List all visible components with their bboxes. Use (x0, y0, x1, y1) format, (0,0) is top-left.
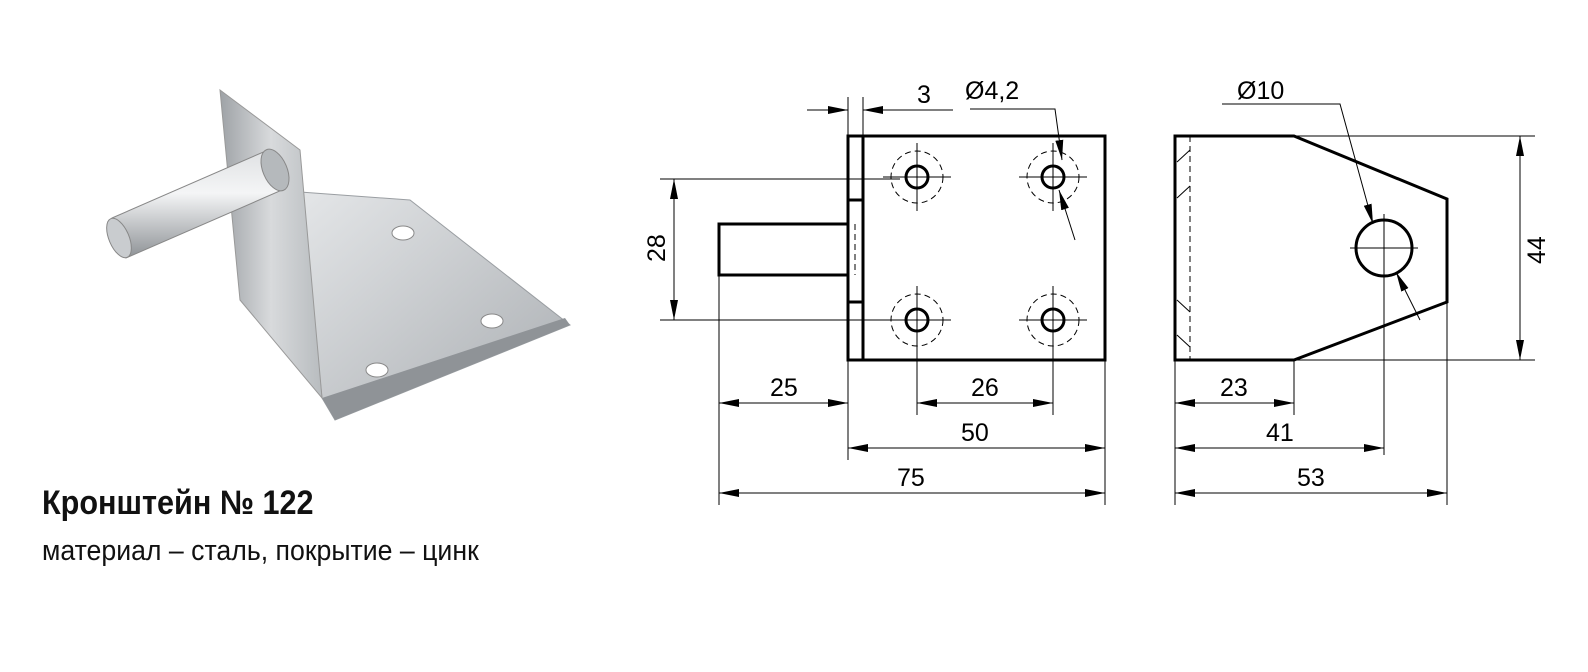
product-photo (106, 88, 571, 421)
side-view (1173, 103, 1535, 505)
dim-pin-hole-diameter: Ø10 (1237, 77, 1284, 105)
dim-straight-length: 23 (1220, 374, 1248, 402)
mounting-hole (480, 313, 504, 329)
dim-height: 44 (1523, 236, 1551, 264)
product-subtitle: материал – сталь, покрытие – цинк (42, 535, 479, 567)
dim-overall-length: 75 (897, 464, 925, 492)
dim-hole-diameter: Ø4,2 (965, 77, 1019, 105)
holes (883, 143, 1087, 354)
dim-hole-spacing-horizontal: 26 (971, 374, 999, 402)
dim-hole-center: 41 (1266, 419, 1294, 447)
mounting-hole (365, 362, 389, 378)
product-title: Кронштейн № 122 (42, 484, 314, 522)
dim-plate-width: 50 (961, 419, 989, 447)
dim-pin-length: 25 (770, 374, 798, 402)
mounting-hole (391, 225, 415, 241)
pin-outline (717, 222, 848, 277)
dim-hole-spacing-vertical: 28 (643, 234, 671, 262)
dim-thickness: 3 (917, 81, 931, 109)
front-view (660, 97, 1107, 505)
dim-side-overall-length: 53 (1297, 464, 1325, 492)
